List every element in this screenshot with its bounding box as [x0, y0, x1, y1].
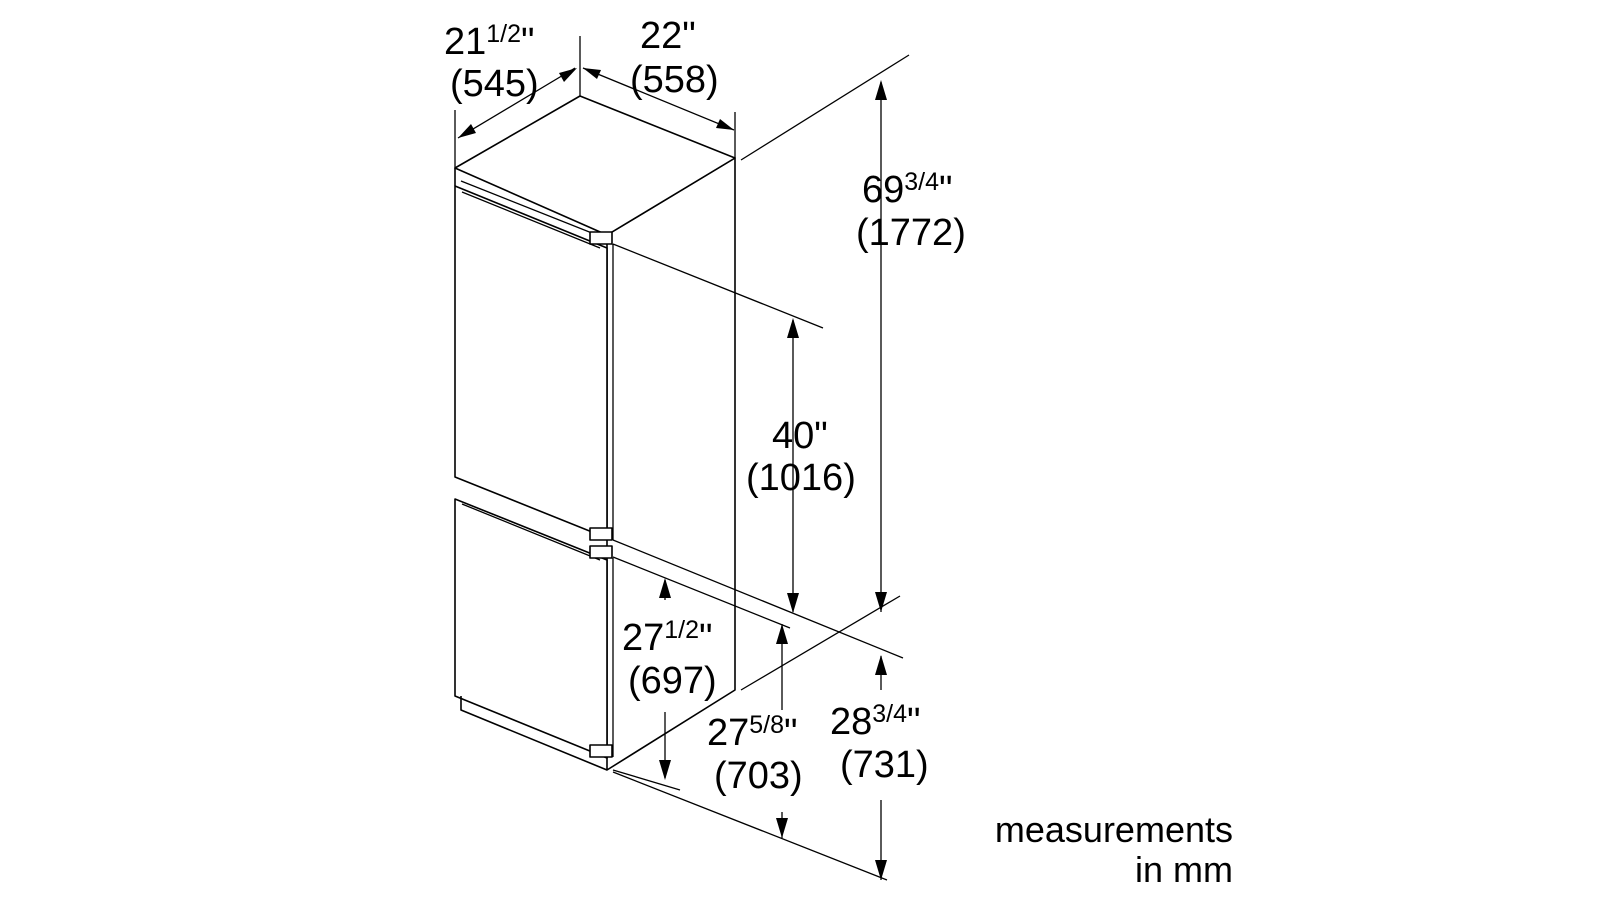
label-height-total-mm: (1772)	[856, 212, 966, 254]
arrow-height-total-top	[875, 80, 887, 100]
arrow-height-total-bottom	[875, 592, 887, 612]
label-depth-body-inch: 22"	[640, 15, 696, 57]
arrow-lower-door-top	[659, 578, 671, 598]
arrow-depth-body-start	[583, 68, 601, 79]
arrow-lower-niche-top	[875, 655, 887, 675]
arrow-depth-body-end	[716, 119, 734, 130]
dim-line-depth-door	[457, 67, 576, 139]
ext-upper-door-bottom	[612, 539, 904, 659]
arrow-lower-body-top	[776, 624, 788, 644]
label-depth-door-inch: 211/2"	[444, 20, 535, 63]
upper-door-top-edge	[460, 180, 608, 240]
note-measurements: measurements	[995, 809, 1233, 850]
dimension-lines	[457, 67, 887, 880]
label-lower-niche-mm: (731)	[840, 744, 929, 786]
lower-door-panel	[454, 498, 608, 759]
label-depth-body-mm: (558)	[630, 59, 719, 101]
lower-hinge-bottom	[589, 744, 613, 758]
ext-lower-top	[612, 556, 791, 629]
label-depth-door-mm: (545)	[450, 63, 539, 105]
arrow-depth-door-end	[559, 68, 577, 82]
upper-door	[454, 180, 614, 541]
label-height-upper-mm: (1016)	[746, 457, 856, 499]
plinth-strip	[460, 696, 608, 771]
upper-door-edge-inner	[461, 191, 601, 249]
label-lower-door-mm: (697)	[628, 660, 717, 702]
ext-height-bottom	[740, 595, 901, 691]
label-lower-door-inch: 271/2"	[622, 616, 713, 659]
cabinet-outline	[454, 95, 736, 771]
label-height-upper-inch: 40"	[772, 415, 828, 457]
upper-door-panel	[454, 185, 608, 539]
upper-hinge-top	[589, 231, 613, 245]
lower-door-edge-inner	[461, 503, 601, 561]
arrow-height-upper-bottom	[787, 593, 799, 613]
label-lower-body-inch: 275/8"	[707, 711, 798, 754]
ext-lower-door-bottom	[612, 769, 681, 791]
dim-line-depth-body	[582, 67, 735, 131]
ext-upper-door-top	[612, 243, 824, 329]
arrow-height-upper-top	[787, 318, 799, 338]
arrow-lower-niche-bottom	[875, 860, 887, 880]
label-height-total-inch: 693/4"	[862, 168, 953, 211]
arrow-depth-door-start	[458, 124, 476, 138]
label-lower-niche-inch: 283/4"	[830, 700, 921, 743]
arrow-lower-door-bottom	[659, 760, 671, 780]
upper-hinge-bottom	[589, 527, 613, 541]
extension-lines	[454, 36, 910, 881]
ext-floor	[612, 771, 888, 881]
label-lower-body-mm: (703)	[714, 755, 803, 797]
ext-height-top	[740, 54, 910, 161]
lower-hinge-top	[589, 545, 613, 559]
lower-door	[454, 498, 614, 771]
note-in-mm: in mm	[1135, 849, 1233, 890]
arrow-lower-body-bottom	[776, 818, 788, 838]
